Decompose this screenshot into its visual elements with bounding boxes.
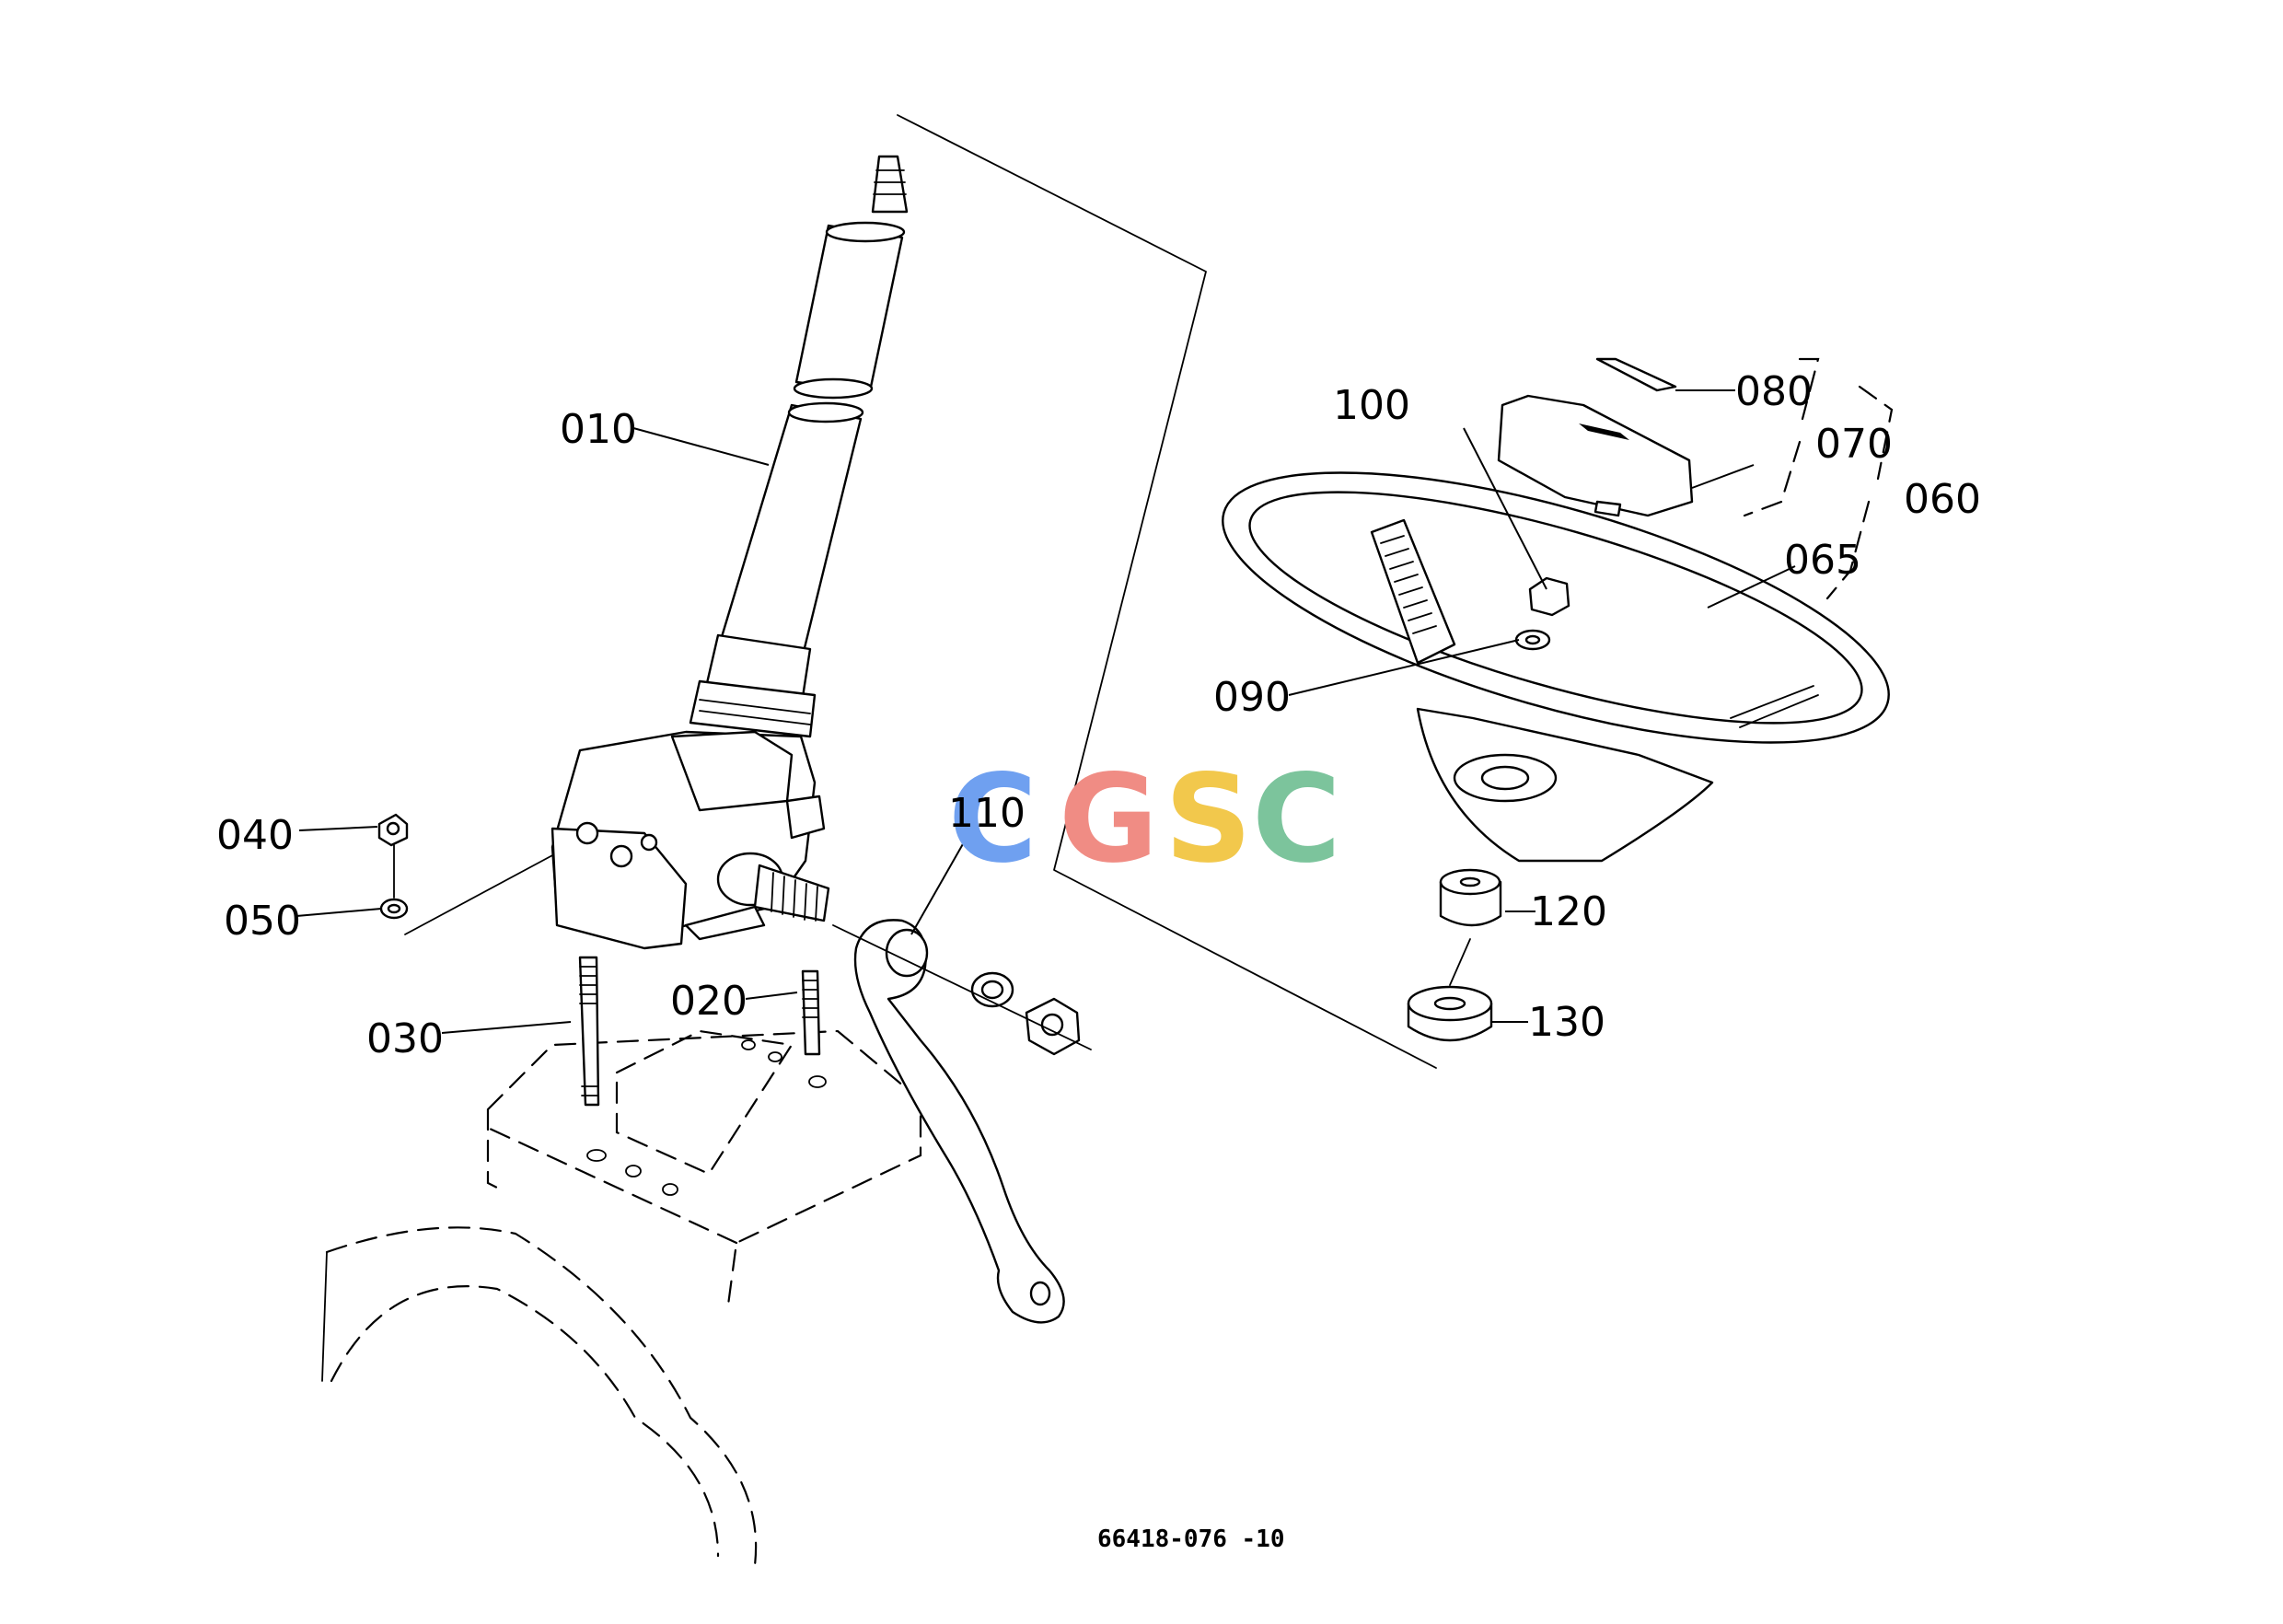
callout-080: 080	[1735, 368, 1813, 415]
steering-column	[689, 155, 909, 738]
callout-120: 120	[1530, 888, 1607, 935]
assembly-frame-lines	[404, 114, 1437, 1069]
watermark-letter-s: S	[1165, 748, 1252, 890]
leader-lines	[296, 389, 1796, 1034]
watermark-letter-c2: C	[1252, 748, 1341, 890]
pitman-arm	[832, 919, 1092, 1324]
horn-cap	[1497, 357, 1694, 517]
callout-060: 060	[1904, 476, 1981, 523]
callout-090: 090	[1213, 674, 1291, 721]
assembly-brackets	[1743, 357, 1894, 600]
callout-050: 050	[224, 898, 301, 945]
callout-040: 040	[216, 812, 294, 859]
nut-and-washer	[377, 813, 409, 920]
callout-030: 030	[366, 1015, 444, 1062]
callout-020: 020	[670, 978, 747, 1025]
callout-100: 100	[1333, 382, 1410, 429]
callout-070: 070	[1815, 421, 1893, 468]
watermark-letter-c1: C	[948, 748, 1037, 890]
watermark-logo: C G S C	[948, 748, 1341, 890]
callout-110: 110	[948, 790, 1026, 837]
wheel-nut-and-spacers	[1407, 576, 1570, 1042]
steering-gearbox	[550, 730, 830, 950]
callout-010: 010	[560, 406, 637, 453]
callout-labels: 010 020 030 040 050 060 065 070 080 090 …	[216, 368, 1981, 1062]
callout-130: 130	[1528, 999, 1605, 1046]
watermark-letter-g: G	[1059, 748, 1158, 890]
drawing-number: 66418-076 -10	[1097, 1525, 1285, 1553]
callout-065: 065	[1784, 537, 1861, 584]
tractor-body-outline	[321, 1029, 922, 1567]
stud-bolts	[578, 956, 827, 1196]
